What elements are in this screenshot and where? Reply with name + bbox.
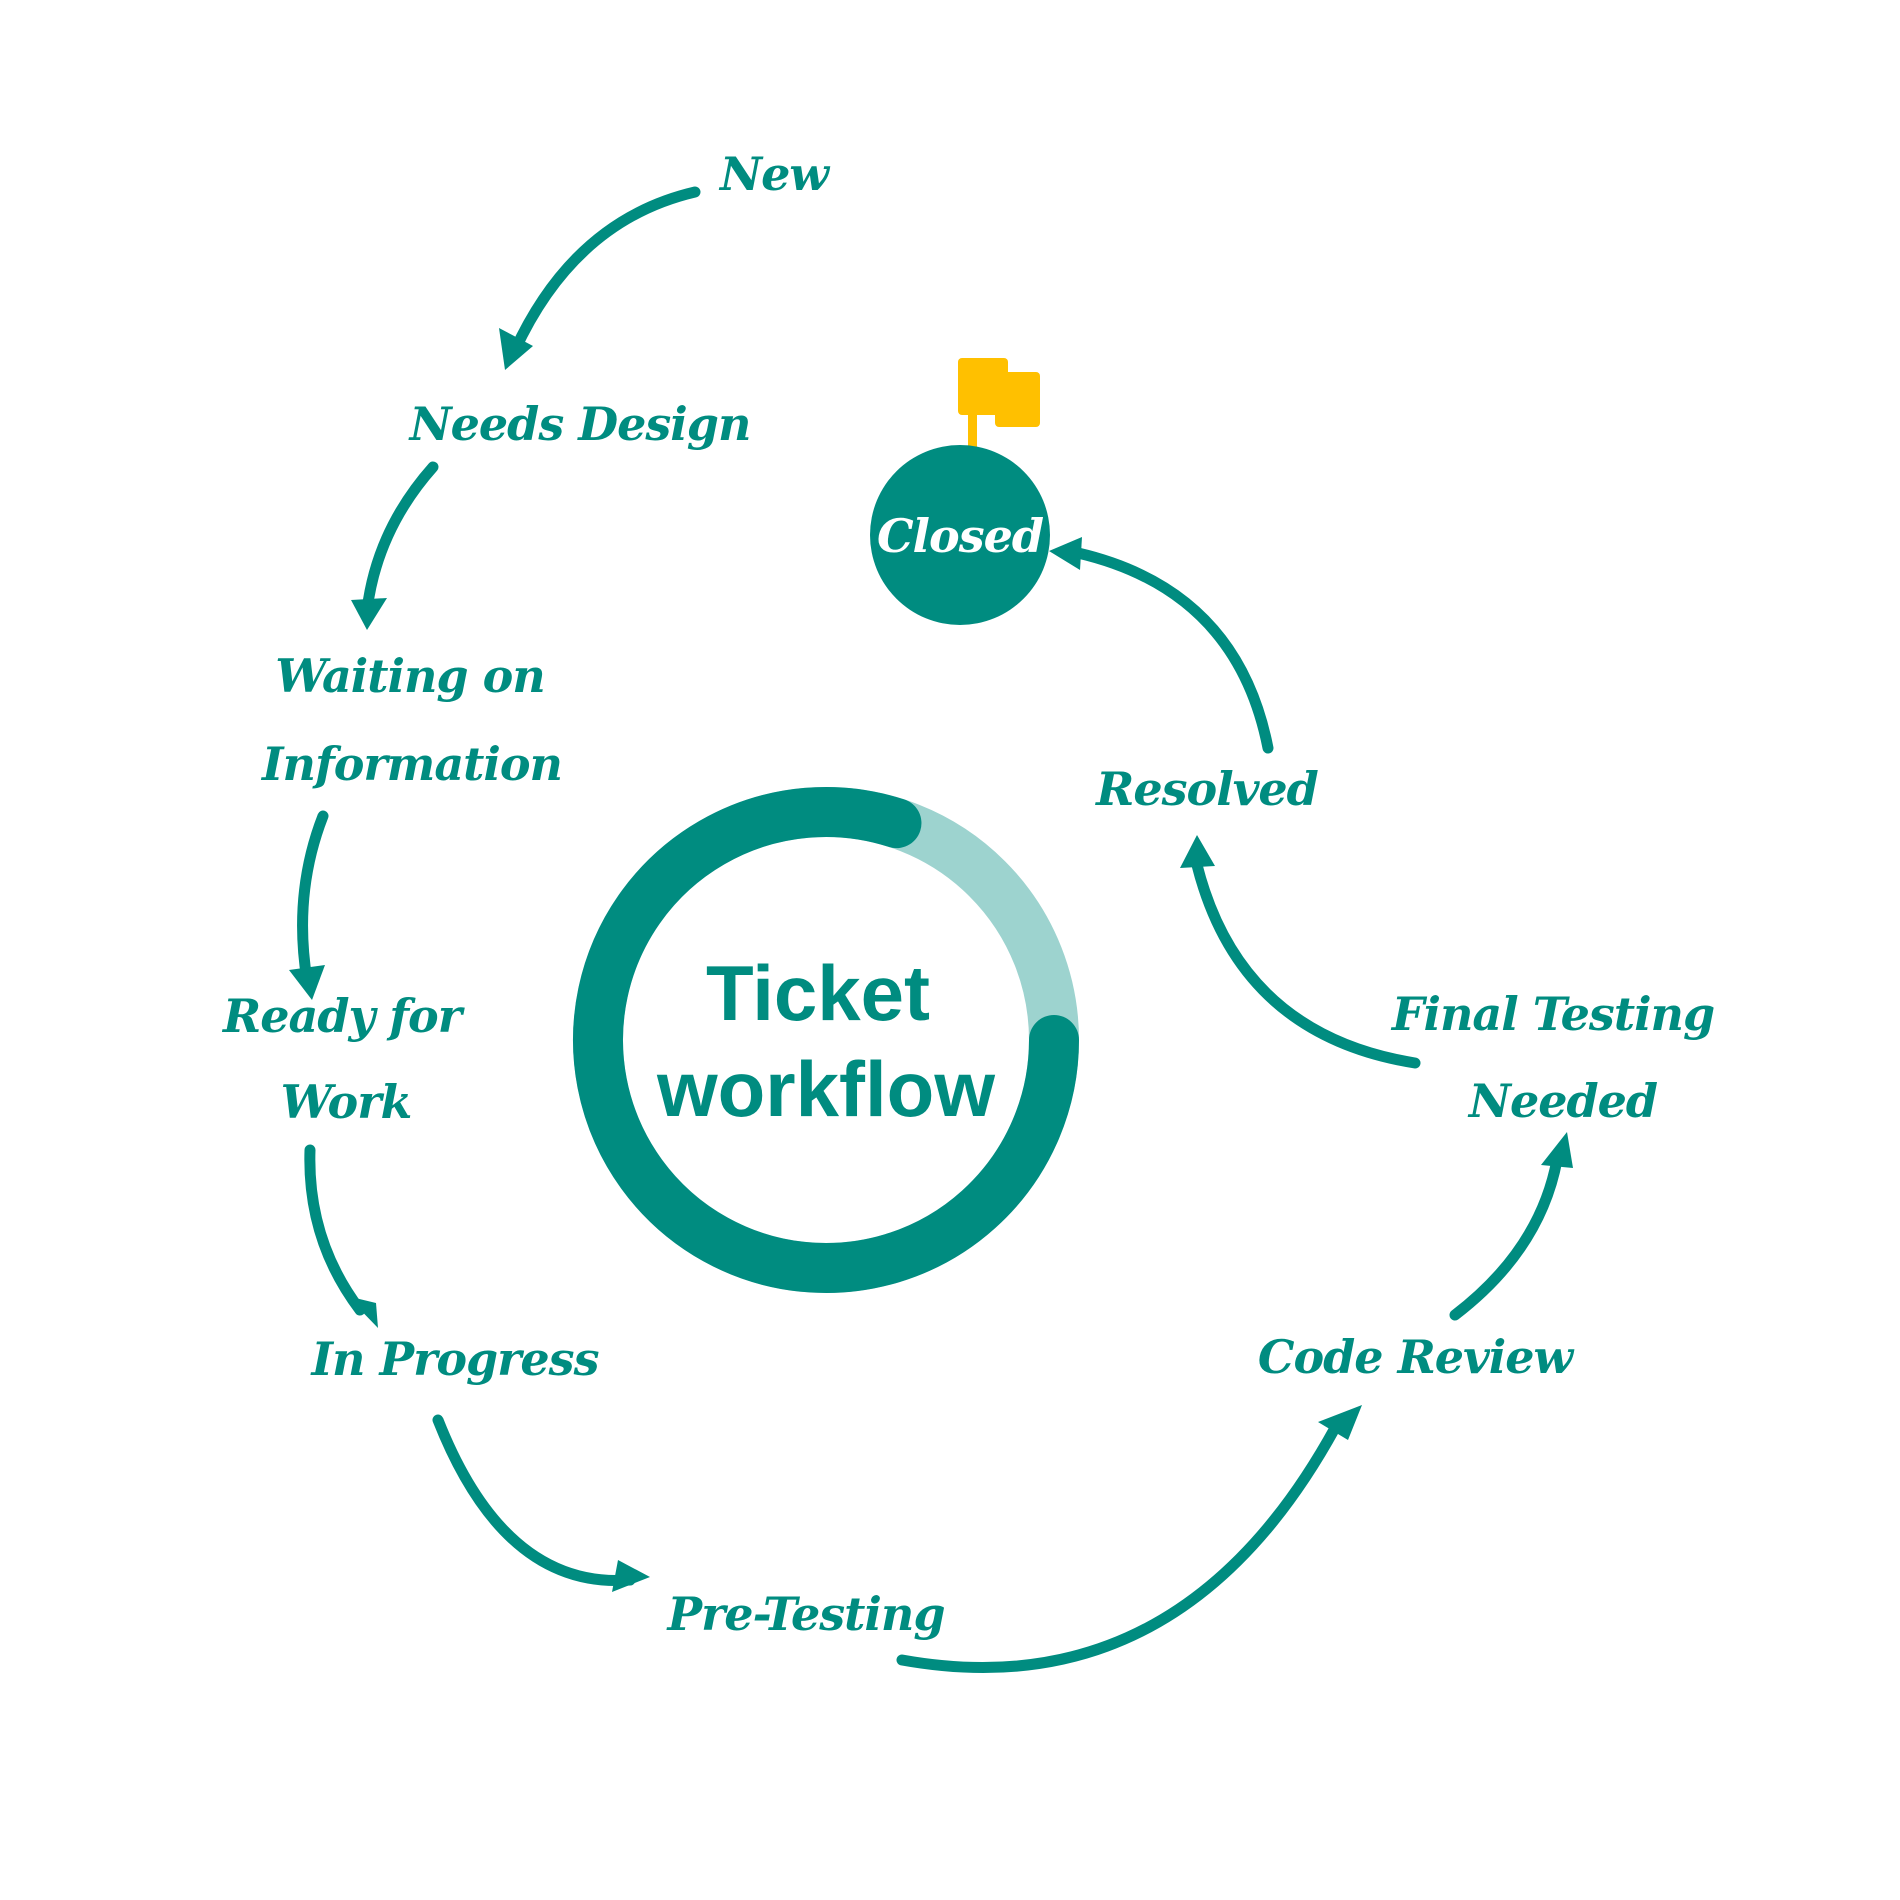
step-in-progress: In Progress [310, 1332, 599, 1386]
center-title-line1: Ticket [706, 949, 930, 1037]
arrowhead-final-testing-to-resolved [1180, 835, 1215, 868]
arrow-in-progress-to-pre-testing [432, 1414, 636, 1587]
step-needs-design: Needs Design [408, 397, 751, 451]
arrow-new-to-needs-design [509, 186, 701, 356]
arrowhead-waiting-to-ready [289, 965, 325, 1000]
step-new: New [718, 147, 830, 201]
arrowhead-resolved-to-closed [1049, 537, 1082, 570]
arrow-waiting-to-ready [297, 810, 329, 986]
arrowhead-needs-design-to-waiting [351, 598, 387, 630]
flag-icon [958, 358, 1040, 450]
step-resolved: Resolved [1094, 762, 1319, 816]
arrow-resolved-to-closed [1072, 547, 1274, 754]
step-final-testing-line1: Final Testing [1390, 987, 1714, 1041]
arrow-ready-to-in-progress [304, 1144, 366, 1316]
step-code-review: Code Review [1258, 1330, 1575, 1384]
arrow-pre-testing-to-code-review [896, 1422, 1341, 1673]
arrowhead-new-to-needs-design [499, 328, 533, 370]
closed-circle [870, 445, 1050, 625]
step-pre-testing: Pre-Testing [665, 1587, 944, 1641]
arrow-code-review-to-final-testing [1449, 1154, 1563, 1321]
closed-node: Closed [870, 358, 1050, 625]
step-waiting-line2: Information [260, 737, 562, 791]
arrowhead-ready-to-in-progress [347, 1296, 378, 1328]
arrow-final-testing-to-resolved [1191, 859, 1421, 1069]
arrowhead-pre-testing-to-code-review [1318, 1405, 1362, 1440]
flag-cloth-tail [995, 372, 1040, 427]
ring-progress [573, 787, 1079, 1293]
center-ring: Ticket workflow [573, 787, 1079, 1293]
transition-arrows [289, 186, 1573, 1673]
arrowhead-code-review-to-final-testing [1541, 1132, 1573, 1168]
step-ready-line2: Work [281, 1075, 412, 1129]
step-labels: New Needs Design Waiting on Information … [221, 147, 1715, 1641]
center-title-line2: workflow [656, 1045, 995, 1133]
step-waiting-line1: Waiting on [275, 649, 544, 703]
step-closed: Closed [877, 509, 1044, 563]
arrow-needs-design-to-waiting [361, 461, 439, 616]
arrowhead-in-progress-to-pre-testing [612, 1560, 650, 1592]
step-ready-line1: Ready for [221, 989, 466, 1043]
step-final-testing-line2: Needed [1467, 1074, 1658, 1128]
